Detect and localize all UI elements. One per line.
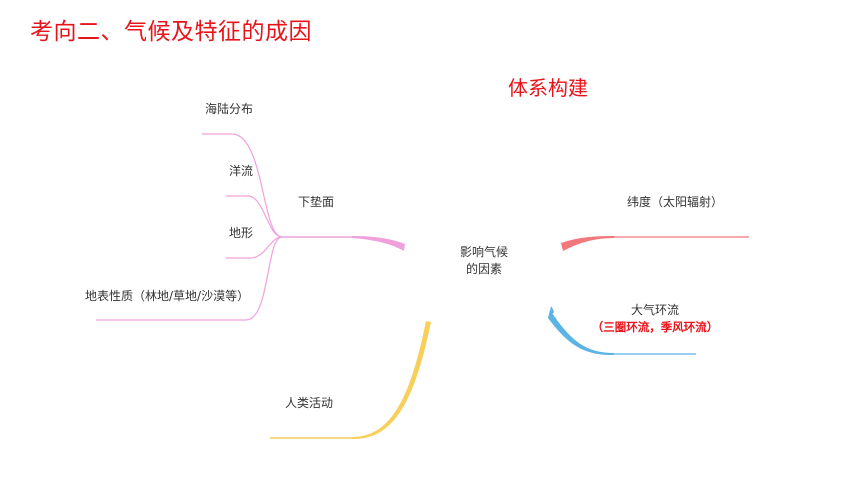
node-atmospheric-circulation-note: （三圈环流，季风环流） [591,320,719,334]
node-underlying-surface: 下垫面 [298,195,335,209]
connector-child-land-sea [202,133,283,238]
connector-child-ocean-current [226,195,283,238]
node-atmospheric-circulation-label: 大气环流 [630,303,679,317]
connector-human-activity [352,321,431,440]
center-node-line1: 影响气候 [459,245,508,259]
section-subtitle: 体系构建 [508,76,588,100]
node-land-sea-distribution: 海陆分布 [205,102,254,116]
node-atmospheric-circulation: 大气环流 （三圈环流，季风环流） [584,302,726,336]
node-terrain: 地形 [229,226,254,240]
center-node-line2: 的因素 [465,262,502,276]
center-node: 影响气候 的因素 [452,244,516,278]
node-surface-nature: 地表性质（林地/草地/沙漠等） [85,289,250,303]
connector-atmospheric-circulation [548,310,614,356]
page-title: 考向二、气候及特征的成因 [30,19,312,45]
node-human-activity: 人类活动 [285,396,334,410]
connector-latitude [561,236,614,251]
node-ocean-current: 洋流 [229,164,254,178]
connector-child-terrain [226,236,283,259]
connector-underlying-surface [352,236,405,251]
node-latitude: 纬度（太阳辐射） [627,195,724,209]
connector-atmospheric-circulation-fill [549,306,554,316]
connector-child-surface-nature [96,236,283,321]
